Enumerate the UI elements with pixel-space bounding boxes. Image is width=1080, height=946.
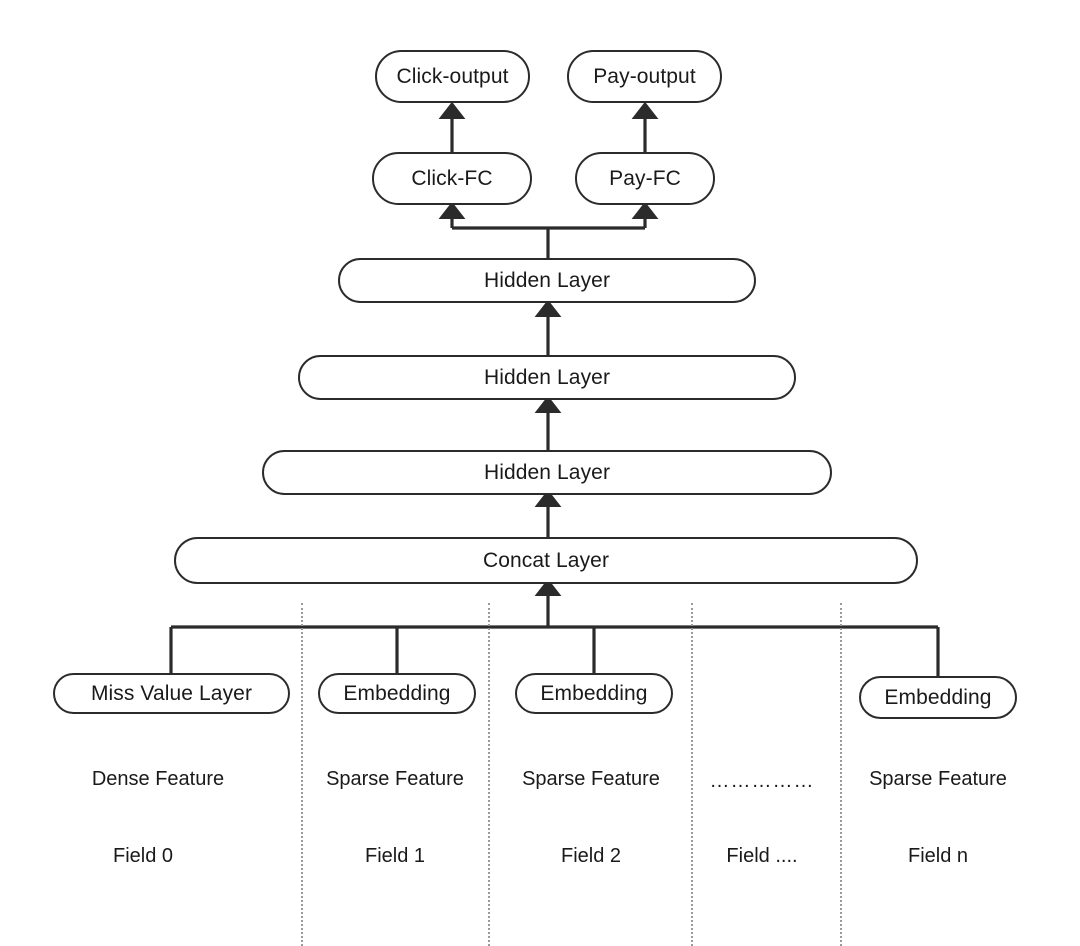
- node-pay-fc-label: Pay-FC: [609, 167, 681, 190]
- node-hidden-layer-3-label: Hidden Layer: [483, 461, 611, 484]
- node-hidden-layer-2-label: Hidden Layer: [483, 366, 611, 389]
- field-label-2: Field 2: [560, 845, 622, 867]
- node-click-output-label: Click-output: [396, 65, 509, 88]
- node-pay-fc[interactable]: Pay-FC: [575, 152, 715, 205]
- node-hidden-layer-3[interactable]: Hidden Layer: [262, 450, 832, 495]
- node-embedding-1-label: Embedding: [343, 682, 451, 705]
- node-embedding-2-label: Embedding: [540, 682, 648, 705]
- node-concat-layer-label: Concat Layer: [482, 549, 610, 572]
- feature-label-field-ellipsis: ……………: [709, 770, 815, 792]
- node-miss-value-layer-label: Miss Value Layer: [90, 682, 253, 705]
- node-embedding-n-label: Embedding: [884, 686, 992, 709]
- node-pay-output-label: Pay-output: [593, 65, 696, 88]
- field-label-ellipsis: Field ....: [726, 845, 798, 867]
- feature-label-field-n: Sparse Feature: [869, 768, 1007, 790]
- field-label-0: Field 0: [112, 845, 174, 867]
- node-embedding-1[interactable]: Embedding: [318, 673, 476, 714]
- feature-label-field-0: Dense Feature: [91, 768, 225, 790]
- node-pay-output[interactable]: Pay-output: [567, 50, 722, 103]
- feature-label-field-1: Sparse Feature: [326, 768, 464, 790]
- feature-label-field-2: Sparse Feature: [522, 768, 660, 790]
- node-click-output[interactable]: Click-output: [375, 50, 530, 103]
- field-separator-1: [301, 603, 303, 946]
- field-separator-3: [691, 603, 693, 946]
- node-click-fc-label: Click-FC: [411, 167, 493, 190]
- node-hidden-layer-2[interactable]: Hidden Layer: [298, 355, 796, 400]
- field-separator-2: [488, 603, 490, 946]
- field-separator-4: [840, 603, 842, 946]
- node-hidden-layer-1[interactable]: Hidden Layer: [338, 258, 756, 303]
- field-label-n: Field n: [907, 845, 969, 867]
- node-embedding-n[interactable]: Embedding: [859, 676, 1017, 719]
- node-concat-layer[interactable]: Concat Layer: [174, 537, 918, 584]
- node-miss-value-layer[interactable]: Miss Value Layer: [53, 673, 290, 714]
- node-click-fc[interactable]: Click-FC: [372, 152, 532, 205]
- field-label-1: Field 1: [364, 845, 426, 867]
- node-hidden-layer-1-label: Hidden Layer: [483, 269, 611, 292]
- node-embedding-2[interactable]: Embedding: [515, 673, 673, 714]
